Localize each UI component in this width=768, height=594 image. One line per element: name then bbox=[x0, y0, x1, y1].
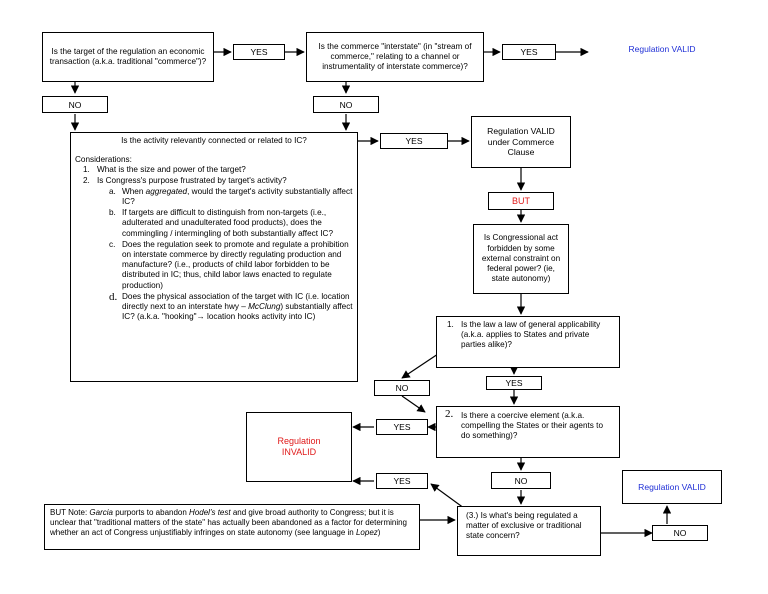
sub-consideration-b-num: b. bbox=[109, 208, 116, 218]
no-label-6: NO bbox=[491, 472, 551, 489]
question-external-constraint: Is Congressional act forbidden by some e… bbox=[473, 224, 569, 294]
sub-consideration-d-num: d. bbox=[109, 290, 118, 303]
no-label-2: NO bbox=[313, 96, 379, 113]
consideration-1-num: 1. bbox=[83, 165, 90, 175]
sub-consideration-a-pre: When bbox=[122, 186, 146, 196]
yes-label-2-text: YES bbox=[520, 47, 538, 57]
but-label: BUT bbox=[488, 192, 554, 210]
result-valid-commerce-clause-text: Regulation VALID under Commerce Clause bbox=[487, 126, 555, 158]
result-valid-bottom-text: Regulation VALID bbox=[638, 481, 706, 492]
result-invalid: Regulation INVALID bbox=[246, 412, 352, 482]
considerations-heading: Considerations: bbox=[75, 155, 132, 165]
sub-consideration-d-pre: Does the physical association of the tar… bbox=[122, 291, 350, 312]
yes-label-2: YES bbox=[502, 44, 556, 60]
yes-label-3: YES bbox=[380, 133, 448, 149]
question-relevantly-connected-title: Is the activity relevantly connected or … bbox=[121, 136, 307, 145]
result-valid-top-text: Regulation VALID bbox=[628, 44, 696, 54]
consideration-2: 2. Is Congress's purpose frustrated by t… bbox=[83, 176, 353, 323]
yes-label-3-text: YES bbox=[405, 136, 423, 146]
yes-label-7: YES bbox=[376, 473, 428, 489]
yes-label-6: YES bbox=[376, 419, 428, 435]
question-state-concern-num: (3.) bbox=[466, 511, 479, 520]
sub-considerations-list: a. When aggregated, would the target's a… bbox=[109, 187, 353, 323]
note-garcia-e2: Hodel's test bbox=[189, 508, 231, 517]
sub-consideration-b: b. If targets are difficult to distingui… bbox=[109, 208, 353, 239]
yes-label-1-text: YES bbox=[250, 47, 268, 57]
yes-label-5: YES bbox=[486, 376, 542, 390]
sub-consideration-d-em: McClung bbox=[248, 302, 281, 312]
question-coercive-element-num: 2. bbox=[445, 408, 454, 420]
no-label-7-text: NO bbox=[673, 528, 687, 538]
sub-consideration-c: c. Does the regulation seek to promote a… bbox=[109, 240, 353, 291]
note-garcia-e1: Garcia bbox=[89, 508, 113, 517]
question-general-applicability-num: 1. bbox=[447, 320, 454, 329]
question-state-concern: (3.) Is what's being regulated a matter … bbox=[457, 506, 601, 556]
no-label-1-text: NO bbox=[68, 99, 82, 110]
no-label-1: NO bbox=[42, 96, 108, 113]
but-label-text: BUT bbox=[512, 196, 530, 206]
note-garcia-e3: Lopez bbox=[355, 528, 378, 537]
considerations-list: 1. What is the size and power of the tar… bbox=[83, 165, 353, 322]
question-interstate-commerce: Is the commerce "interstate" (in "stream… bbox=[306, 32, 484, 82]
sub-consideration-a: a. When aggregated, would the target's a… bbox=[109, 187, 353, 207]
sub-consideration-d: d. Does the physical association of the … bbox=[109, 290, 353, 323]
question-state-concern-text: Is what's being regulated a matter of ex… bbox=[466, 511, 582, 541]
yes-label-5-text: YES bbox=[505, 378, 523, 388]
yes-label-7-text: YES bbox=[393, 476, 411, 486]
sub-consideration-a-em: aggregated bbox=[145, 186, 188, 196]
sub-consideration-a-post: , would the target's activity substantia… bbox=[122, 186, 353, 207]
yes-label-1: YES bbox=[233, 44, 285, 60]
arrow-no5-q6 bbox=[401, 395, 426, 413]
sub-consideration-c-num: c. bbox=[109, 239, 116, 249]
no-label-2-text: NO bbox=[339, 99, 353, 110]
note-garcia-p2: purports to abandon bbox=[112, 508, 190, 517]
note-garcia-p1: BUT Note: bbox=[50, 508, 90, 517]
question-economic-transaction: Is the target of the regulation an econo… bbox=[42, 32, 214, 82]
question-coercive-element-text: Is there a coercive element (a.k.a. comp… bbox=[461, 411, 603, 441]
no-label-5-text: NO bbox=[395, 383, 409, 393]
consideration-2-text: Is Congress's purpose frustrated by targ… bbox=[97, 175, 287, 185]
question-interstate-commerce-text: Is the commerce "interstate" (in "stream… bbox=[318, 41, 472, 72]
note-garcia: BUT Note: Garcia purports to abandon Hod… bbox=[44, 504, 420, 550]
question-coercive-element: 2. Is there a coercive element (a.k.a. c… bbox=[436, 406, 620, 458]
question-economic-transaction-text: Is the target of the regulation an econo… bbox=[49, 46, 207, 66]
yes-label-6-text: YES bbox=[393, 422, 411, 432]
result-valid-top: Regulation VALID bbox=[622, 44, 702, 55]
result-invalid-text: Regulation INVALID bbox=[277, 436, 321, 457]
question-general-applicability-text: Is the law a law of general applicabilit… bbox=[461, 320, 601, 350]
no-label-6-text: NO bbox=[514, 475, 528, 486]
note-garcia-p4: ) bbox=[377, 528, 381, 537]
no-label-5: NO bbox=[374, 380, 430, 396]
sub-consideration-b-text: If targets are difficult to distinguish … bbox=[122, 208, 334, 238]
consideration-1: 1. What is the size and power of the tar… bbox=[83, 165, 353, 175]
question-relevantly-connected: Is the activity relevantly connected or … bbox=[70, 132, 358, 382]
no-label-7: NO bbox=[652, 525, 708, 541]
result-valid-bottom: Regulation VALID bbox=[622, 470, 722, 504]
result-valid-commerce-clause: Regulation VALID under Commerce Clause bbox=[471, 116, 571, 168]
sub-consideration-a-num: a. bbox=[109, 186, 116, 196]
consideration-2-num: 2. bbox=[83, 175, 90, 185]
question-general-applicability: 1. Is the law a law of general applicabi… bbox=[436, 316, 620, 368]
question-external-constraint-text: Is Congressional act forbidden by some e… bbox=[481, 233, 561, 284]
sub-consideration-c-text: Does the regulation seek to promote and … bbox=[122, 239, 349, 290]
sub-consideration-d-post: ) substantially affect IC? (a.k.a. "hook… bbox=[122, 302, 353, 322]
consideration-1-text: What is the size and power of the target… bbox=[97, 165, 246, 175]
note-garcia-p3: and give broad authority to Congress; bu… bbox=[50, 508, 408, 537]
